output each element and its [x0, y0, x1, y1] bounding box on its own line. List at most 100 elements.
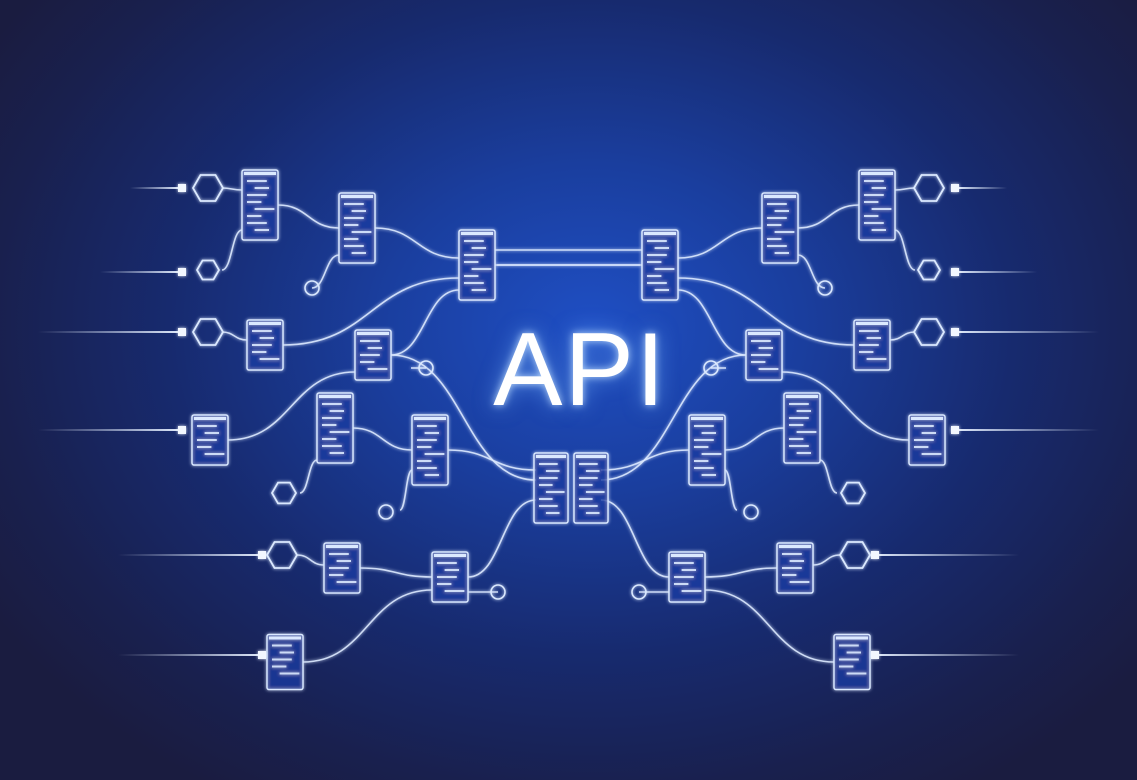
connection-line	[704, 567, 778, 578]
square-terminal-icon	[178, 268, 186, 276]
hexagon-node-icon	[191, 318, 225, 346]
connection-line	[221, 331, 248, 341]
signal-tail-line	[118, 554, 258, 556]
circle-connector-icon	[631, 584, 647, 600]
connection-line	[374, 227, 460, 259]
circle-connector-icon	[817, 280, 833, 296]
square-terminal-icon	[258, 551, 266, 559]
hexagon-node-icon	[839, 481, 867, 505]
connection-line	[724, 427, 785, 451]
connection-line	[812, 554, 841, 566]
connection-line	[467, 499, 537, 578]
document-node-icon	[688, 414, 726, 486]
connection-line	[677, 277, 855, 346]
connection-line	[282, 277, 460, 346]
document-node-icon	[458, 229, 496, 301]
connection-line	[819, 459, 838, 494]
signal-tail-line	[959, 271, 1037, 273]
document-node-icon	[745, 329, 783, 381]
connection-line	[311, 254, 340, 289]
document-node-icon	[573, 452, 609, 524]
connection-line	[781, 371, 910, 441]
connection-line	[600, 354, 747, 481]
connection-line	[797, 254, 826, 289]
connection-line	[296, 554, 325, 566]
circle-connector-icon	[304, 280, 320, 296]
connection-line	[677, 289, 747, 356]
circle-connector-icon	[743, 504, 759, 520]
connection-line	[227, 371, 356, 441]
document-node-icon	[761, 192, 799, 264]
api-title: API	[493, 312, 667, 428]
signal-tail-line	[38, 331, 178, 333]
square-terminal-icon	[951, 184, 959, 192]
hexagon-node-icon	[265, 541, 299, 569]
document-node-icon	[533, 452, 569, 524]
connection-line	[894, 229, 916, 271]
document-node-icon	[323, 542, 361, 594]
connection-line	[390, 289, 460, 356]
circle-connector-icon	[703, 360, 719, 376]
connection-line	[894, 187, 916, 191]
square-terminal-icon	[871, 551, 879, 559]
square-terminal-icon	[871, 651, 879, 659]
hexagon-node-icon	[191, 174, 225, 202]
connection-line	[724, 469, 738, 511]
hexagon-node-icon	[270, 481, 298, 505]
square-terminal-icon	[951, 268, 959, 276]
document-node-icon	[858, 169, 896, 241]
hexagon-node-icon	[916, 259, 942, 281]
document-node-icon	[853, 319, 891, 371]
connection-line	[277, 204, 340, 229]
document-node-icon	[354, 329, 392, 381]
circle-connector-icon	[418, 360, 434, 376]
connection-line	[359, 567, 433, 578]
connection-line	[889, 331, 916, 341]
document-node-icon	[668, 551, 706, 603]
connection-line	[302, 589, 433, 663]
signal-tail-line	[959, 187, 1007, 189]
signal-tail-line	[100, 271, 178, 273]
connection-line	[221, 229, 243, 271]
connection-line	[447, 449, 537, 471]
hexagon-node-icon	[912, 174, 946, 202]
document-node-icon	[241, 169, 279, 241]
signal-tail-line	[879, 554, 1019, 556]
square-terminal-icon	[951, 426, 959, 434]
signal-tail-line	[879, 654, 1019, 656]
signal-tail-line	[959, 429, 1099, 431]
document-node-icon	[641, 229, 679, 301]
document-node-icon	[338, 192, 376, 264]
connection-line	[600, 499, 670, 578]
connection-line	[677, 227, 763, 259]
hexagon-node-icon	[838, 541, 872, 569]
circle-connector-icon	[490, 584, 506, 600]
circle-connector-icon	[378, 504, 394, 520]
document-node-icon	[833, 633, 871, 691]
document-node-icon	[191, 414, 229, 466]
signal-tail-line	[118, 654, 258, 656]
connection-line	[600, 449, 690, 471]
document-node-icon	[411, 414, 449, 486]
connection-line	[221, 187, 243, 191]
connection-line	[797, 204, 860, 229]
square-terminal-icon	[258, 651, 266, 659]
document-node-icon	[431, 551, 469, 603]
connection-line	[399, 469, 413, 511]
signal-tail-line	[38, 429, 178, 431]
document-node-icon	[246, 319, 284, 371]
document-node-icon	[783, 392, 821, 464]
connection-line	[352, 427, 413, 451]
connection-line	[299, 459, 318, 494]
document-node-icon	[266, 633, 304, 691]
connection-line	[390, 354, 537, 481]
square-terminal-icon	[178, 184, 186, 192]
square-terminal-icon	[951, 328, 959, 336]
document-node-icon	[316, 392, 354, 464]
document-node-icon	[776, 542, 814, 594]
document-node-icon	[908, 414, 946, 466]
hexagon-node-icon	[195, 259, 221, 281]
hexagon-node-icon	[912, 318, 946, 346]
square-terminal-icon	[178, 426, 186, 434]
